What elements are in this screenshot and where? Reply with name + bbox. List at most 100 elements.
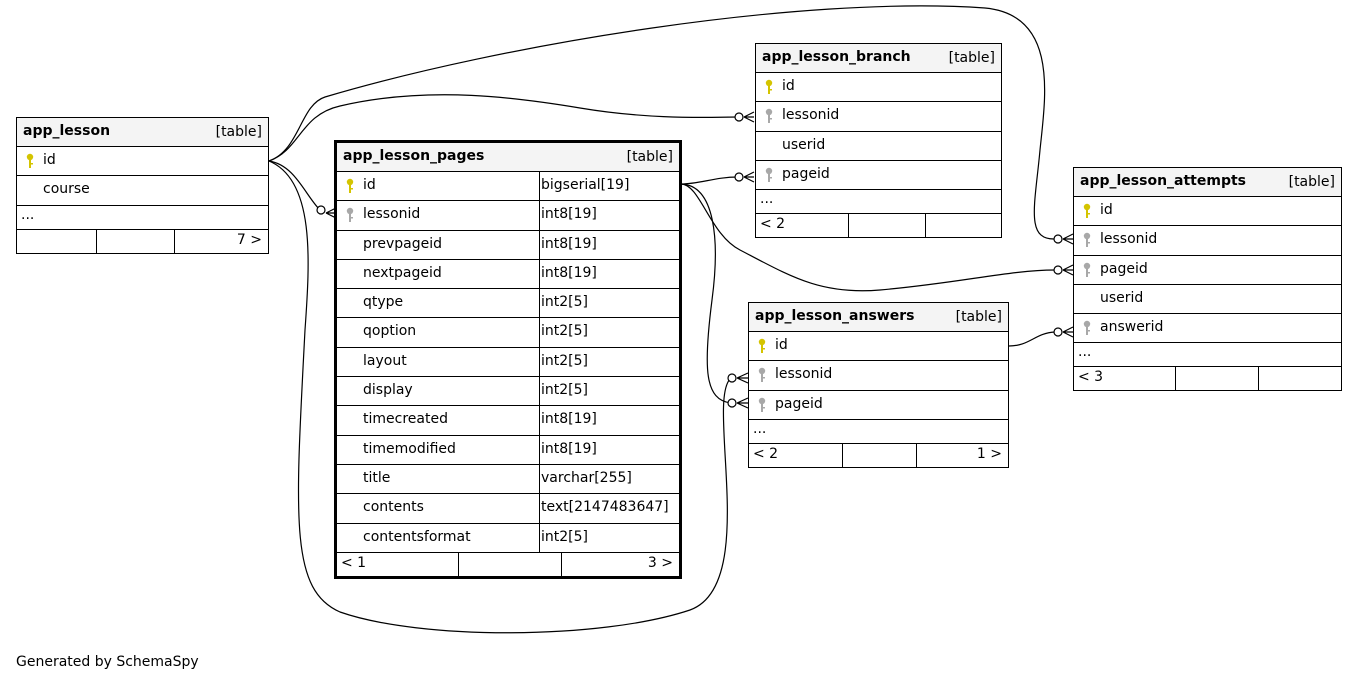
column-name: timemodified [363,440,456,457]
more-columns: ... [1074,343,1341,368]
children-count-link[interactable]: 3 > [647,554,673,571]
column-name: nextpageid [363,264,442,281]
foreign-key-icon [758,397,766,412]
column-type: bigserial[19] [541,177,630,193]
table-footer: < 2 1 > [749,443,1008,467]
primary-key-icon [26,153,34,168]
column-row[interactable]: qtype int2[5] [337,289,679,319]
column-type: text[2147483647] [541,499,669,516]
column-name: userid [1100,289,1144,306]
table-name[interactable]: app_lesson_branch [762,49,911,65]
column-name: pageid [782,165,830,182]
column-row[interactable]: userid [1074,285,1341,315]
column-name: id [43,152,56,168]
column-row[interactable]: contents text[2147483647] [337,494,679,524]
column-type: varchar[255] [541,469,632,486]
foreign-key-icon [1083,320,1091,336]
column-row[interactable]: pageid [1074,256,1341,285]
more-columns: ... [17,206,268,230]
column-name: pageid [1100,260,1148,277]
column-name: qtype [363,294,404,311]
column-row[interactable]: lessonid [749,361,1008,391]
column-row[interactable]: timecreated int8[19] [337,406,679,436]
table-type: [table] [626,149,673,165]
column-type: int8[19] [541,206,597,223]
table-header: app_lesson_answers [table] [749,303,1008,332]
column-name: contentsformat [363,528,471,545]
edge-lesson-attempts-lessonid [268,5,1056,240]
table-footer: < 2 [756,214,1001,238]
edge-endpoints [316,112,1063,408]
table-app-lesson-answers[interactable]: app_lesson_answers [table] id lessonid pag… [748,302,1009,468]
column-row[interactable]: display int2[5] [337,377,679,407]
table-name[interactable]: app_lesson [23,123,111,139]
column-name: id [775,337,788,353]
parents-count-link[interactable]: < 3 [1078,369,1104,386]
column-name: layout [363,352,407,369]
column-name: userid [782,136,826,153]
parents-count-link[interactable]: < 2 [753,445,779,462]
column-type: int2[5] [541,294,588,311]
column-type: int8[19] [541,440,597,457]
column-row[interactable]: timemodified int8[19] [337,435,679,465]
table-name[interactable]: app_lesson_attempts [1080,173,1246,189]
column-row[interactable]: id [1074,197,1341,227]
column-name: id [363,177,376,193]
column-row[interactable]: id [756,73,1001,103]
table-type: [table] [955,309,1002,325]
column-row[interactable]: pageid [756,161,1001,191]
column-row[interactable]: answerid [1074,314,1341,344]
parents-count-link[interactable]: < 2 [760,216,786,233]
table-name[interactable]: app_lesson_answers [755,308,915,324]
parents-count-link[interactable]: < 1 [341,554,367,571]
table-app-lesson-pages[interactable]: app_lesson_pages [table] id bigserial[19]… [334,140,682,579]
foreign-key-icon [1083,233,1091,248]
column-name: pageid [775,395,823,412]
column-row[interactable]: course [17,176,268,206]
column-name: contents [363,499,424,516]
children-count-link[interactable]: 1 > [976,445,1002,462]
table-footer: < 3 [1074,367,1341,391]
children-count-link[interactable]: 7 > [236,231,262,248]
edge-pages-branch-pageid [680,176,739,185]
column-row[interactable]: id bigserial[19] [337,172,679,202]
column-name: qoption [363,323,417,340]
column-name: lessonid [775,366,833,383]
column-type: int8[19] [541,411,597,428]
table-header: app_lesson_branch [table] [756,44,1001,73]
primary-key-icon [758,338,766,353]
column-name: timecreated [363,411,448,428]
column-row[interactable]: id [749,332,1008,362]
column-row[interactable]: userid [756,132,1001,161]
column-row[interactable]: pageid [749,391,1008,420]
table-header: app_lesson_attempts [table] [1074,168,1341,197]
table-name[interactable]: app_lesson_pages [343,148,485,164]
edge-lesson-answers-lessonid [268,160,732,634]
column-type: int2[5] [541,528,588,545]
column-type: int2[5] [541,382,588,399]
edge-lesson-branch-lessonid [268,94,739,162]
edge-pages-answers-pageid [680,183,732,404]
column-row[interactable]: lessonid [756,102,1001,132]
column-name: display [363,382,413,399]
primary-key-icon [1083,203,1091,218]
primary-key-icon [346,178,354,193]
column-name: prevpageid [363,235,442,252]
more-columns: ... [756,190,1001,215]
edge-answers-attempts-answerid [1008,331,1056,347]
table-footer: 7 > [17,229,268,253]
column-row[interactable]: lessonid [1074,226,1341,256]
table-app-lesson[interactable]: app_lesson [table] id course ... 7 > [16,117,269,254]
table-type: [table] [1288,174,1335,190]
column-row[interactable]: contentsformat int2[5] [337,523,679,553]
column-row[interactable]: id [17,147,268,177]
